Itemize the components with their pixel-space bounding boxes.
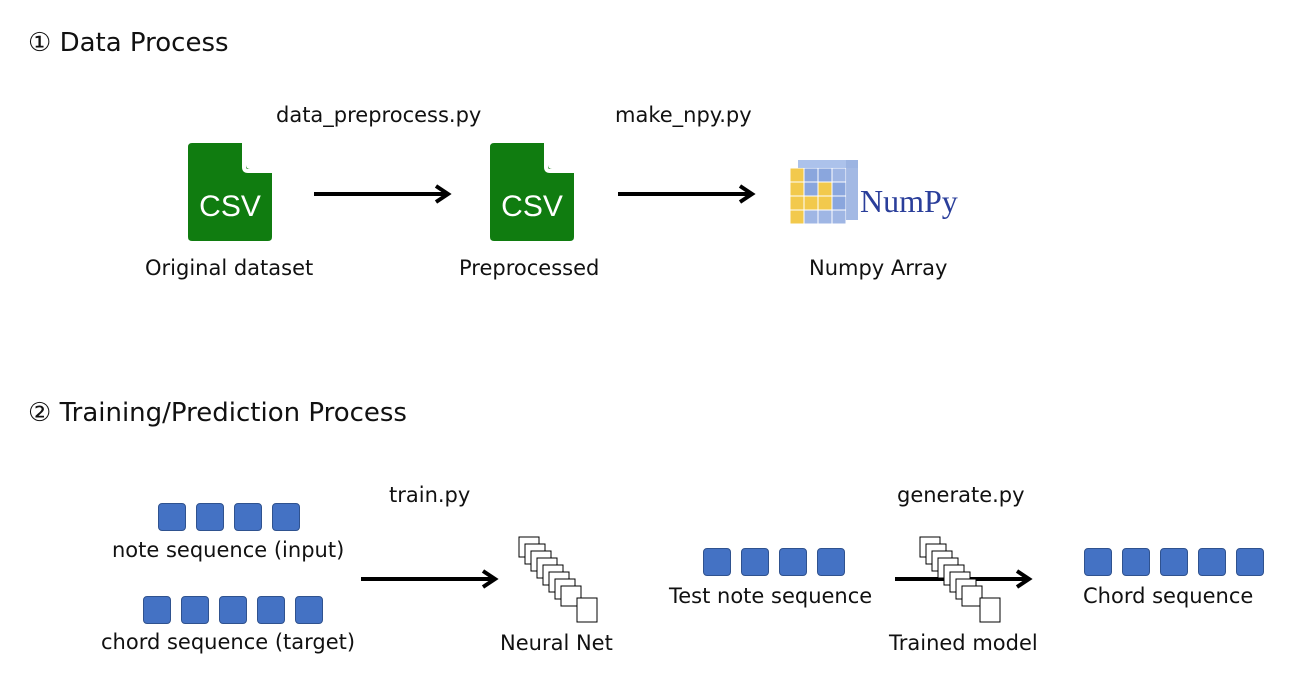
csv-file-icon: CSV xyxy=(490,143,574,241)
sequence-token xyxy=(1084,548,1112,576)
note-sequence-input xyxy=(158,503,300,531)
arrow-train xyxy=(361,569,499,589)
csv-icon-text: CSV xyxy=(199,190,261,223)
sequence-token xyxy=(1122,548,1150,576)
sequence-token xyxy=(158,503,186,531)
note-sequence-label: note sequence (input) xyxy=(112,538,345,562)
sequence-token xyxy=(272,503,300,531)
section-1-heading: ① Data Process xyxy=(28,28,229,58)
numpy-logo-text: NumPy xyxy=(860,183,958,219)
sequence-token xyxy=(1236,548,1264,576)
trained-model-label: Trained model xyxy=(889,631,1038,655)
sequence-token xyxy=(196,503,224,531)
sequence-token xyxy=(703,548,731,576)
sequence-token xyxy=(143,596,171,624)
test-note-sequence-label: Test note sequence xyxy=(669,584,873,608)
numpy-cube-icon xyxy=(789,160,858,225)
sequence-token xyxy=(741,548,769,576)
preprocessed-label: Preprocessed xyxy=(459,256,600,280)
generate-script-label: generate.py xyxy=(897,483,1025,507)
sequence-token xyxy=(817,548,845,576)
numpy-array-label: Numpy Array xyxy=(809,256,948,280)
data-preprocess-script-label: data_preprocess.py xyxy=(276,103,482,127)
sequence-token xyxy=(1160,548,1188,576)
sequence-token xyxy=(181,596,209,624)
sequence-token xyxy=(779,548,807,576)
test-note-sequence xyxy=(703,548,845,576)
numpy-logo: NumPy xyxy=(786,158,976,236)
chord-sequence-output xyxy=(1084,548,1264,576)
trained-model-icon xyxy=(919,536,1001,623)
sequence-token xyxy=(1198,548,1226,576)
arrow-make-npy xyxy=(618,184,756,204)
train-script-label: train.py xyxy=(389,483,471,507)
neural-net-label: Neural Net xyxy=(500,631,613,655)
original-dataset-label: Original dataset xyxy=(145,256,314,280)
sequence-token xyxy=(295,596,323,624)
csv-file-icon: CSV xyxy=(188,143,272,241)
chord-sequence-output-label: Chord sequence xyxy=(1083,584,1254,608)
sequence-token xyxy=(257,596,285,624)
chord-sequence-target xyxy=(143,596,323,624)
sequence-token xyxy=(234,503,262,531)
make-npy-script-label: make_npy.py xyxy=(615,103,752,127)
csv-icon-text: CSV xyxy=(501,190,563,223)
neural-net-icon xyxy=(518,536,598,623)
chord-sequence-target-label: chord sequence (target) xyxy=(101,630,356,654)
section-2-heading: ② Training/Prediction Process xyxy=(28,398,407,428)
sequence-token xyxy=(219,596,247,624)
arrow-preprocess xyxy=(314,184,452,204)
